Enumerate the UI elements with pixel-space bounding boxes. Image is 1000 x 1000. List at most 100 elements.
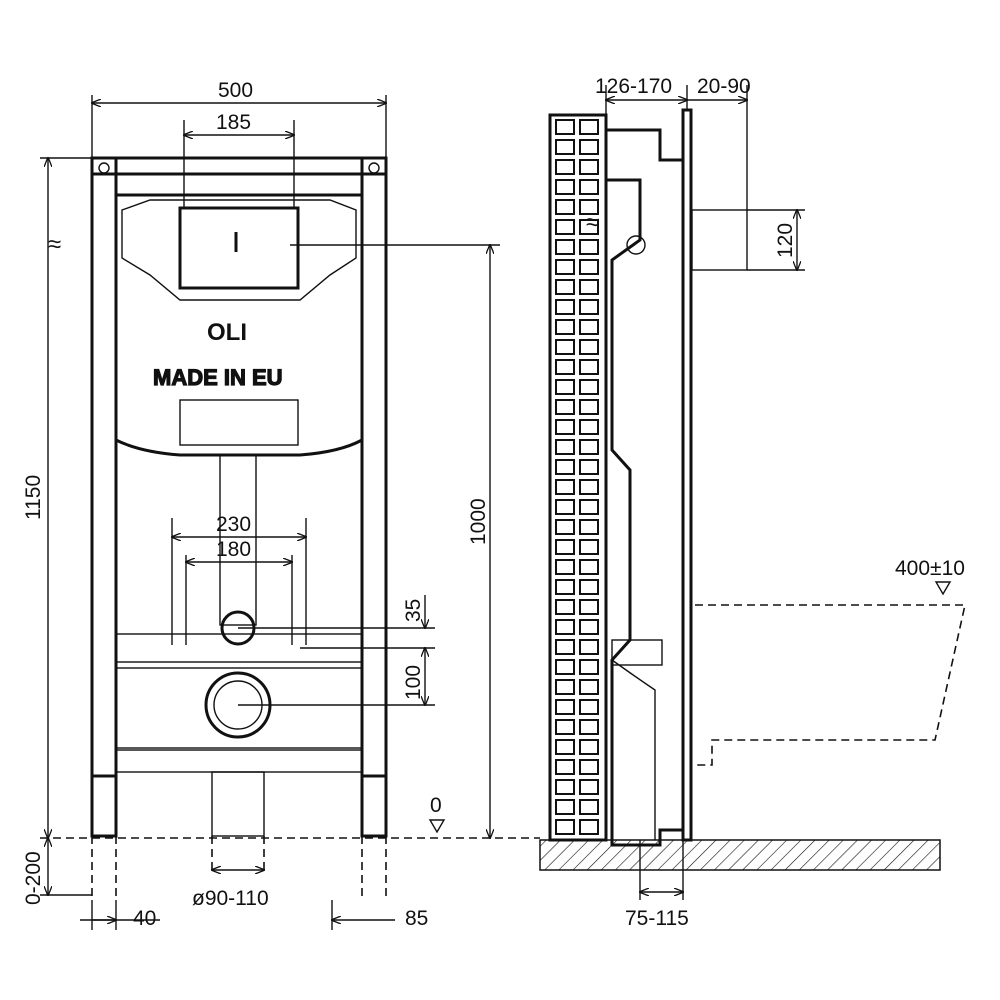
brick [555,779,575,795]
dim-bowl-height: 400±10 [895,557,965,580]
brick [579,259,599,275]
water-inlet-icon: ≈ [48,231,61,258]
dim-outlet-offset: 100 [402,665,425,700]
dim-bolt-outer: 230 [216,513,251,536]
brick [555,239,575,255]
brick [555,139,575,155]
brick [555,819,575,835]
brick [555,179,575,195]
brick [579,359,599,375]
brick [555,419,575,435]
brick [555,579,575,595]
floor-hatch [539,839,941,871]
brick [579,119,599,135]
brick [579,419,599,435]
brick [555,199,575,215]
dim-width: 500 [218,79,253,102]
floor-level-label: 0 [430,794,442,817]
brick [555,759,575,775]
level-marker-icon [934,581,952,596]
level-marker-icon [428,819,446,834]
front-view: OLI MADE IN EU 500 185 1150 ≈ 1000 23 [22,79,540,930]
brick [579,439,599,455]
flush-pipe [691,209,748,271]
dim-inlet-offset: 35 [402,599,425,622]
brick [579,379,599,395]
dim-leg-extension: 0-200 [22,851,45,905]
brick [579,699,599,715]
brick [579,179,599,195]
dim-drain-offset: 75-115 [625,907,689,930]
brick [579,159,599,175]
brick [579,239,599,255]
brick [579,519,599,535]
dim-panel-thickness: 20-90 [697,75,751,98]
brick [555,619,575,635]
dim-height: 1150 [22,475,45,520]
brick [579,779,599,795]
brick [579,199,599,215]
brick [579,399,599,415]
brick [555,719,575,735]
brick [579,819,599,835]
brick [579,759,599,775]
brick [579,739,599,755]
brick [555,659,575,675]
brick [555,219,575,235]
brick [555,479,575,495]
brick [579,579,599,595]
brick [579,559,599,575]
brick [555,319,575,335]
dim-flush-pipe: 120 [774,223,797,258]
frame-side-profile [604,128,685,847]
dim-drain-diameter: ø90-110 [192,887,269,910]
cistern [114,193,364,457]
brick [579,619,599,635]
brick [555,699,575,715]
brick [579,459,599,475]
brick [579,319,599,335]
frame-right-post [360,156,388,838]
brick [555,259,575,275]
brand-logo: OLI [207,319,247,346]
dim-button-width: 185 [216,111,251,134]
brick [555,739,575,755]
cistern-label: MADE IN EU [153,365,283,390]
frame-left-post [90,156,118,838]
brick [555,599,575,615]
brick [555,679,575,695]
brick [579,539,599,555]
toilet-bowl-outline [695,604,966,766]
brick [579,279,599,295]
brick [579,679,599,695]
brick [555,379,575,395]
brick [555,119,575,135]
brick [579,499,599,515]
brick [579,799,599,815]
brick [555,439,575,455]
brick [579,659,599,675]
brick [555,359,575,375]
brick [579,139,599,155]
dim-bolt-inner: 180 [216,538,251,561]
brick [555,519,575,535]
brick [579,639,599,655]
brick [555,559,575,575]
brick [555,279,575,295]
brick [555,339,575,355]
dim-connection-height: 1000 [467,498,490,545]
dim-wall-depth: 126-170 [595,75,672,98]
brick-wall [548,113,608,842]
brick [579,299,599,315]
brick [579,479,599,495]
water-inlet-icon: ≈ [586,209,599,236]
brick [555,639,575,655]
brick [579,339,599,355]
brick [555,539,575,555]
side-view: ≈ 126-170 20-90 120 400±10 75-115 [539,75,966,930]
brick [579,599,599,615]
brick [555,299,575,315]
brick [555,459,575,475]
brick [555,159,575,175]
